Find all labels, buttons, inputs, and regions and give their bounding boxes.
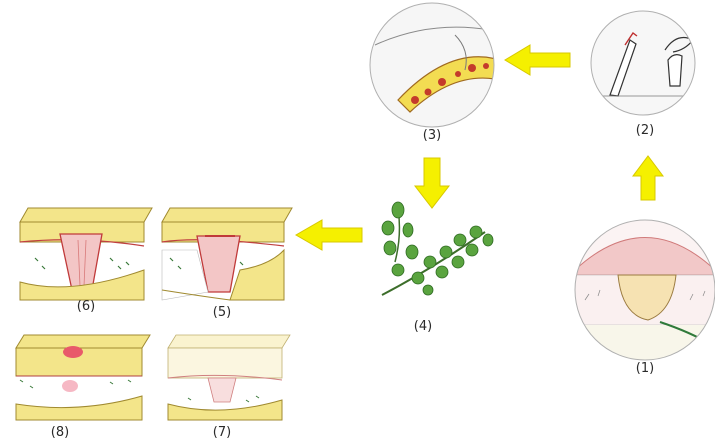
arrow-left-icon [505, 45, 570, 75]
panel-5-dressing-applied: (5) [162, 208, 292, 320]
step-label-1: (1) [636, 361, 654, 376]
panel-2-bee-sketch: (2) [590, 10, 700, 138]
panel-6-healing-wound: (6) [20, 208, 152, 314]
panel-1-wound-cross-section: (1) [575, 220, 715, 376]
panel-7-wound-closing: (7) [168, 335, 290, 440]
step-label-2: (2) [636, 123, 654, 138]
arrow-up-icon [633, 156, 663, 200]
panel-8-healed-skin: (8) [16, 335, 150, 440]
step-label-5: (5) [213, 305, 231, 320]
step-label-4: (4) [414, 319, 432, 334]
arrow-left-icon [296, 220, 362, 250]
arrow-down-icon [415, 158, 449, 208]
step-label-7: (7) [213, 425, 231, 440]
step-label-8: (8) [51, 425, 69, 440]
step-label-6: (6) [77, 299, 95, 314]
panel-3-honey-extraction: (3) [370, 3, 500, 143]
step-label-3: (3) [423, 128, 441, 143]
panel-4-plant-sprig: (4) [382, 202, 493, 334]
